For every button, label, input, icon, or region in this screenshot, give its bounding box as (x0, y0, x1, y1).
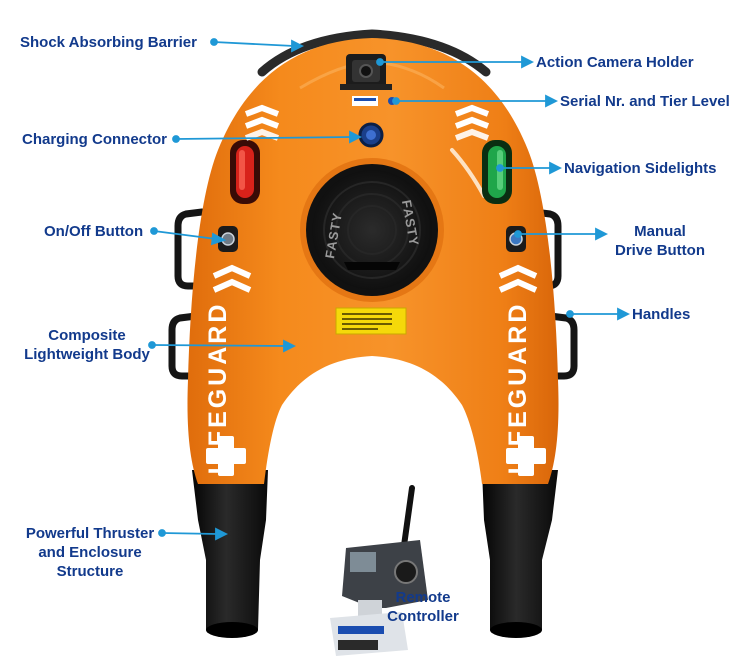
label-charging-connector: Charging Connector (22, 131, 167, 148)
label-remote-line1: Remote (395, 589, 451, 606)
remote-controller (330, 485, 428, 656)
right-thruster (482, 470, 558, 638)
label-thruster-line3: Structure (56, 563, 124, 580)
label-navigation-sidelights: Navigation Sidelights (564, 160, 717, 177)
label-onoff-button: On/Off Button (44, 223, 144, 240)
right-sidelight-green (482, 140, 512, 204)
body-crease-right (450, 148, 486, 198)
leader-lines (148, 38, 631, 541)
label-manual-drive-button: Manual Drive Button (610, 222, 710, 260)
label-handles: Handles (632, 306, 691, 323)
label-serial-tier: Serial Nr. and Tier Level (560, 93, 730, 110)
label-remote-controller: Remote Controller (378, 588, 468, 626)
left-upper-handle (174, 208, 212, 290)
right-lower-handle (544, 312, 578, 380)
label-thruster-line1: Powerful Thruster (25, 525, 155, 542)
chevron-icon (212, 104, 538, 293)
label-action-camera-holder: Action Camera Holder (536, 54, 694, 71)
left-sidelight-red (230, 140, 260, 204)
label-shock-absorbing-barrier: Shock Absorbing Barrier (20, 34, 197, 51)
cross-icon (506, 436, 546, 476)
charging-connector (358, 122, 384, 148)
central-port: FASTY FASTY (300, 158, 444, 302)
left-thruster (192, 470, 268, 638)
onoff-button (218, 226, 238, 252)
label-manual-drive-line1: Manual (634, 223, 686, 240)
label-composite-body: Composite Lightweight Body (12, 326, 162, 364)
label-composite-line1: Composite (48, 327, 126, 344)
label-composite-line2: Lightweight Body (24, 346, 150, 363)
label-manual-drive-line2: Drive Button (615, 242, 705, 259)
warning-sticker (335, 307, 407, 335)
manual-drive-button (506, 226, 526, 252)
label-thruster: Powerful Thruster and Enclosure Structur… (20, 524, 160, 581)
shock-absorbing-barrier (257, 29, 491, 77)
left-lower-handle (168, 312, 202, 380)
label-thruster-line2: and Enclosure (38, 544, 142, 561)
cross-icon (206, 436, 246, 476)
action-camera-holder (340, 54, 392, 90)
label-remote-line2: Controller (387, 608, 459, 625)
